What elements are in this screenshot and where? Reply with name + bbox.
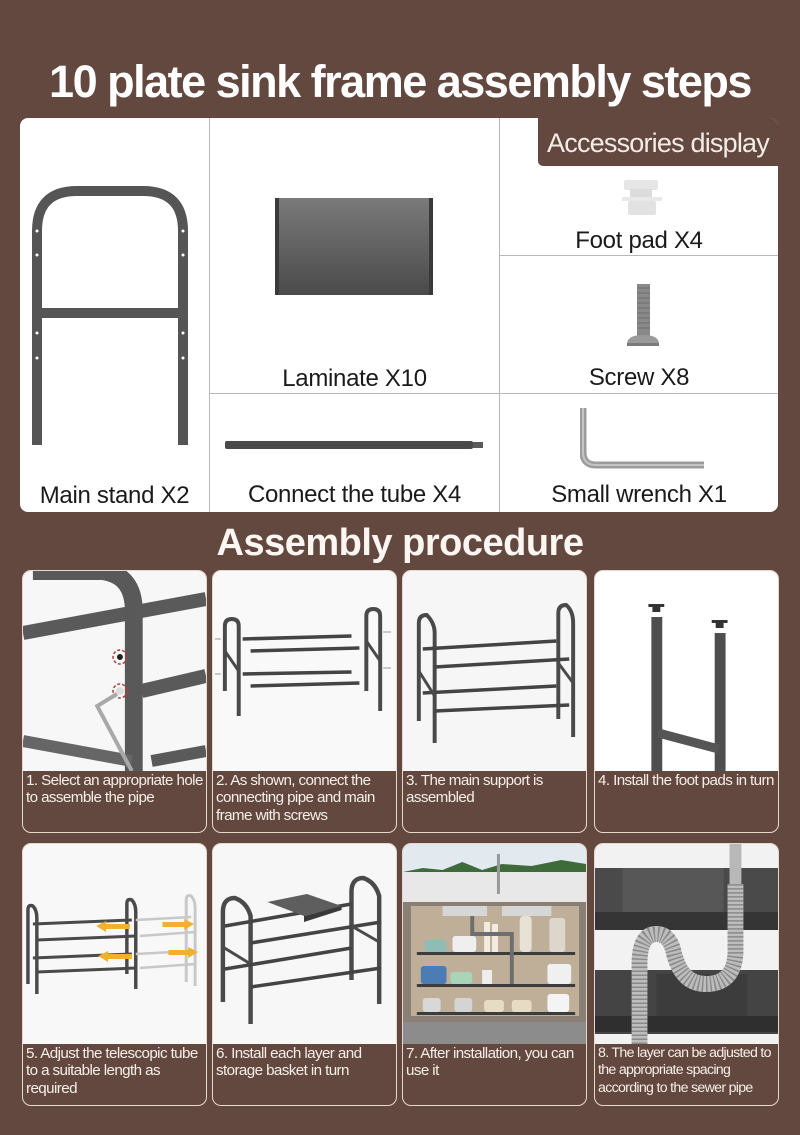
under-sink-cabinet-icon [403,844,586,1044]
main-stand-frame-icon [32,186,188,445]
accessory-laminate: Laminate X10 [210,118,500,394]
step-card-3: 3. The main support is assembled [402,570,587,833]
step-2-caption: 2. As shown, connect the connecting pipe… [216,772,375,824]
accessory-screw: Screw X8 [500,256,778,394]
assembly-procedure-title: Assembly procedure [216,522,584,564]
assembled-frame-icon [403,571,586,771]
laminate-label: Laminate X10 [282,365,427,392]
step-card-2: 2. As shown, connect the connecting pipe… [212,570,397,833]
laminate-shelf-board-icon [275,198,433,295]
step-4-image [595,571,778,771]
step-card-1: 1. Select an appropriate hole to assembl… [22,570,207,833]
connecting-tube-icon [225,441,483,449]
hex-wrench-icon [580,408,704,469]
foot-pads-on-legs-icon [595,571,778,771]
main-stand-label: Main stand X2 [39,482,190,509]
foot-pad-icon [622,180,662,215]
screw-icon [627,284,659,346]
accessories-panel: Main stand X2 Laminate X10 Accessories d… [20,118,778,512]
shelves-around-pipe-icon [595,844,778,1044]
step-4-caption: 4. Install the foot pads in turn [598,772,774,789]
telescopic-adjust-icon [23,844,206,1044]
step-5-image [23,844,206,1044]
step-3-image [403,571,586,771]
connect-tube-label: Connect the tube X4 [247,481,462,508]
accessory-wrench: Small wrench X1 [500,394,778,512]
accessory-foot-pad: Foot pad X4 [500,166,778,256]
step-7-image [403,844,586,1044]
exploded-frame-tubes-icon [213,571,396,771]
closeup-wrench-frame-icon [23,571,206,771]
step-card-4: 4. Install the foot pads in turn [594,570,779,833]
step-8-image [595,844,778,1044]
wrench-label: Small wrench X1 [551,481,727,508]
step-7-caption: 7. After installation, you can use it [406,1045,574,1080]
step-6-caption: 6. Install each layer and storage basket… [216,1045,362,1080]
screw-label: Screw X8 [588,364,690,391]
accessory-main-stand: Main stand X2 [20,118,210,512]
step-6-image [213,844,396,1044]
step-card-6: 6. Install each layer and storage basket… [212,843,397,1106]
step-2-image [213,571,396,771]
step-3-caption: 3. The main support is assembled [406,772,543,807]
step-card-7: 7. After installation, you can use it [402,843,587,1106]
step-card-8: 8. The layer can be adjusted to the appr… [594,843,779,1106]
page-title: 10 plate sink frame assembly steps [49,56,752,107]
step-card-5: 5. Adjust the telescopic tube to a suita… [22,843,207,1106]
step-1-image [23,571,206,771]
shelf-placement-icon [213,844,396,1044]
step-8-caption: 8. The layer can be adjusted to the appr… [598,1045,772,1096]
step-5-caption: 5. Adjust the telescopic tube to a suita… [26,1045,198,1097]
step-1-caption: 1. Select an appropriate hole to assembl… [26,772,203,807]
accessory-connect-tube: Connect the tube X4 [210,394,500,512]
foot-pad-label: Foot pad X4 [575,227,703,254]
accessories-header: Accessories display [538,118,778,166]
